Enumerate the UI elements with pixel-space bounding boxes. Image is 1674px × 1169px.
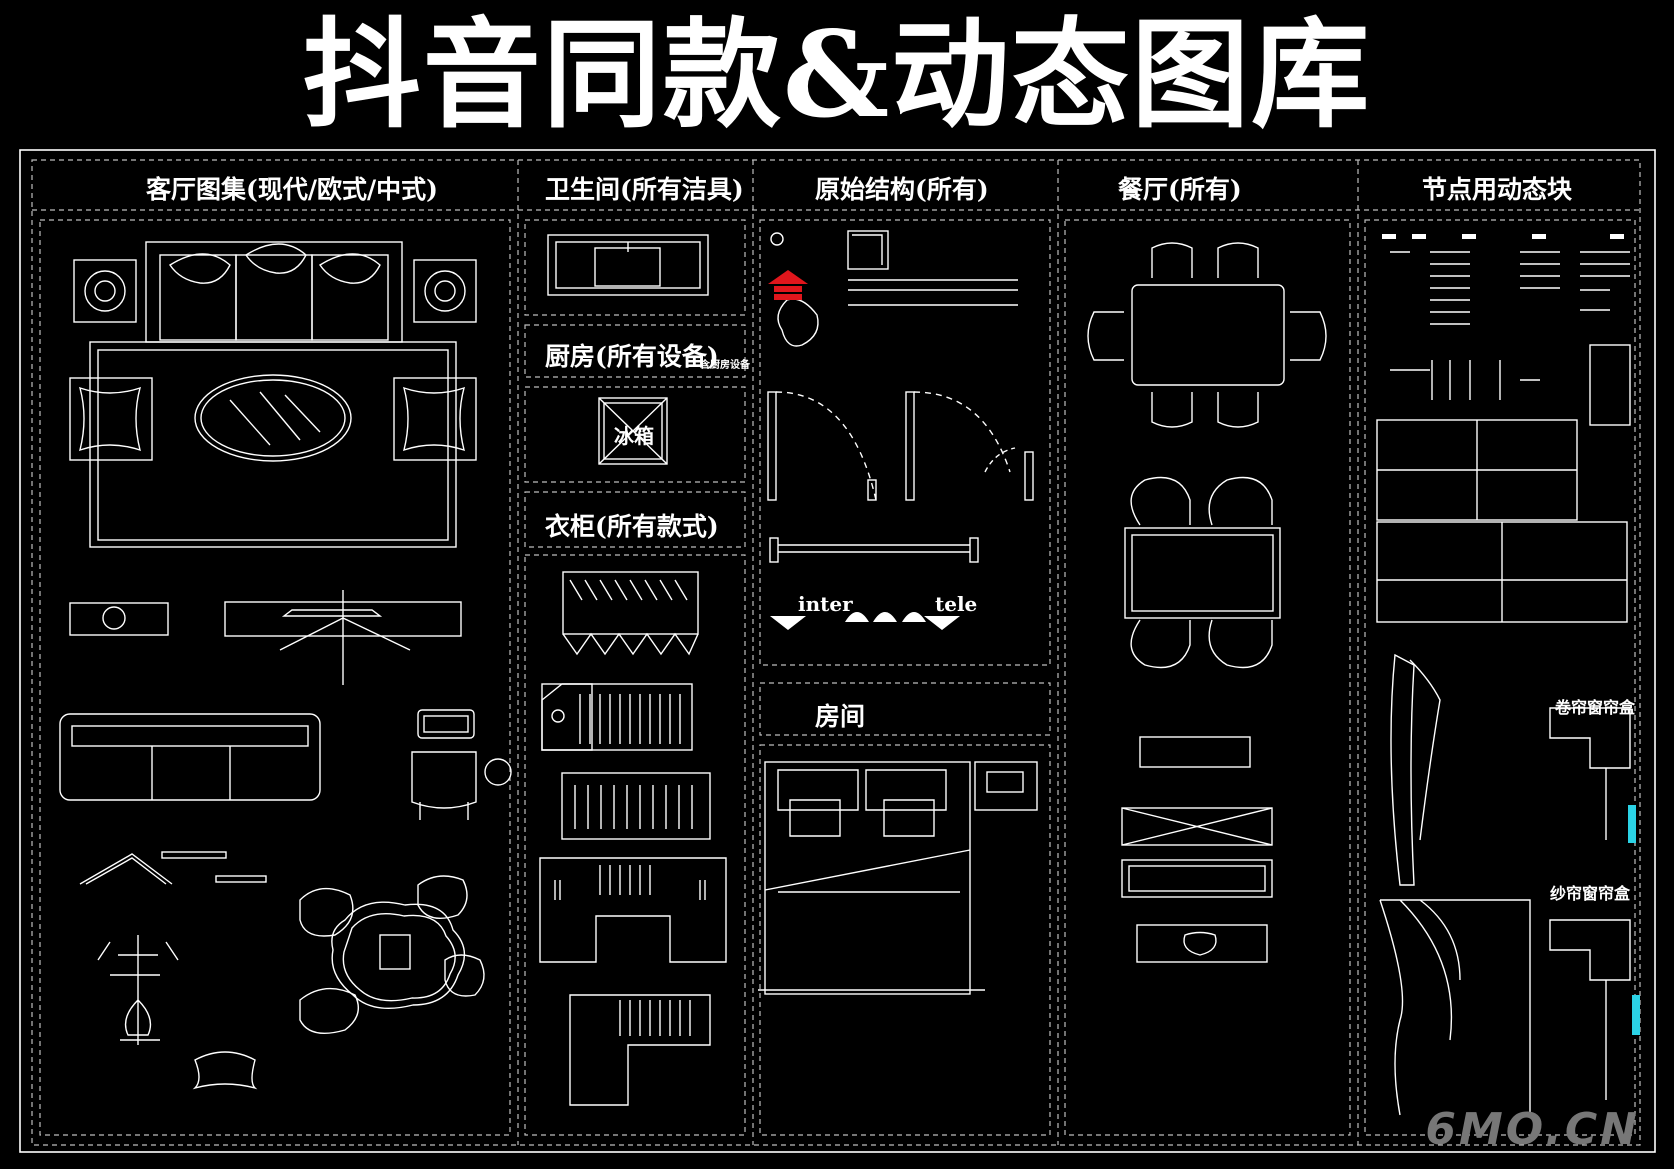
watermark: 6MO.CN: [1425, 1104, 1640, 1155]
corner-shelf-icon: [79, 853, 173, 885]
wardrobe-icon: [539, 571, 727, 1106]
drawing-title: 抖音同款&动态图库: [302, 5, 1372, 144]
floor-lamp-icon: [97, 935, 179, 1045]
cabinet-icon: [69, 602, 169, 636]
kitchen-note: 含厨房设备: [700, 360, 750, 371]
long-sofa-icon: [59, 709, 512, 820]
section-structure: 原始结构(所有): [815, 175, 989, 204]
section-kitchen: 厨房(所有设备): [545, 342, 719, 371]
person-icon: [777, 298, 819, 347]
sheer-box-label: 纱帘窗帘盒: [1550, 884, 1631, 903]
dashed-grid: [31, 159, 1641, 1146]
dining-table-icon: [1087, 242, 1327, 669]
fridge-label: 冰箱: [614, 424, 654, 448]
sofa-set-icon: [69, 241, 477, 548]
entry-arrow-icon: [768, 270, 808, 300]
section-wardrobe: 衣柜(所有款式): [545, 512, 719, 541]
bed-icon: [758, 761, 1038, 995]
roller-box-label: 卷帘窗帘盒: [1555, 698, 1636, 717]
fridge-icon: [598, 397, 668, 465]
section-room: 房间: [815, 702, 866, 731]
section-nodes: 节点用动态块: [1422, 175, 1573, 204]
rock-table-icon: [299, 875, 485, 1034]
node-blocks-icon: [1376, 344, 1631, 623]
vanity-icon: [547, 234, 709, 296]
curtain-icon: [1379, 653, 1631, 1116]
inter-label: inter: [798, 592, 853, 616]
outer-frame: [19, 149, 1656, 1153]
cushion-icon: [192, 1051, 258, 1090]
door-swing-icon: [767, 391, 1034, 563]
section-dining: 餐厅(所有): [1118, 175, 1242, 204]
tele-label: tele: [935, 592, 978, 616]
section-bathroom: 卫生间(所有洁具): [545, 175, 744, 204]
section-living-room: 客厅图集(现代/欧式/中式): [146, 175, 438, 204]
